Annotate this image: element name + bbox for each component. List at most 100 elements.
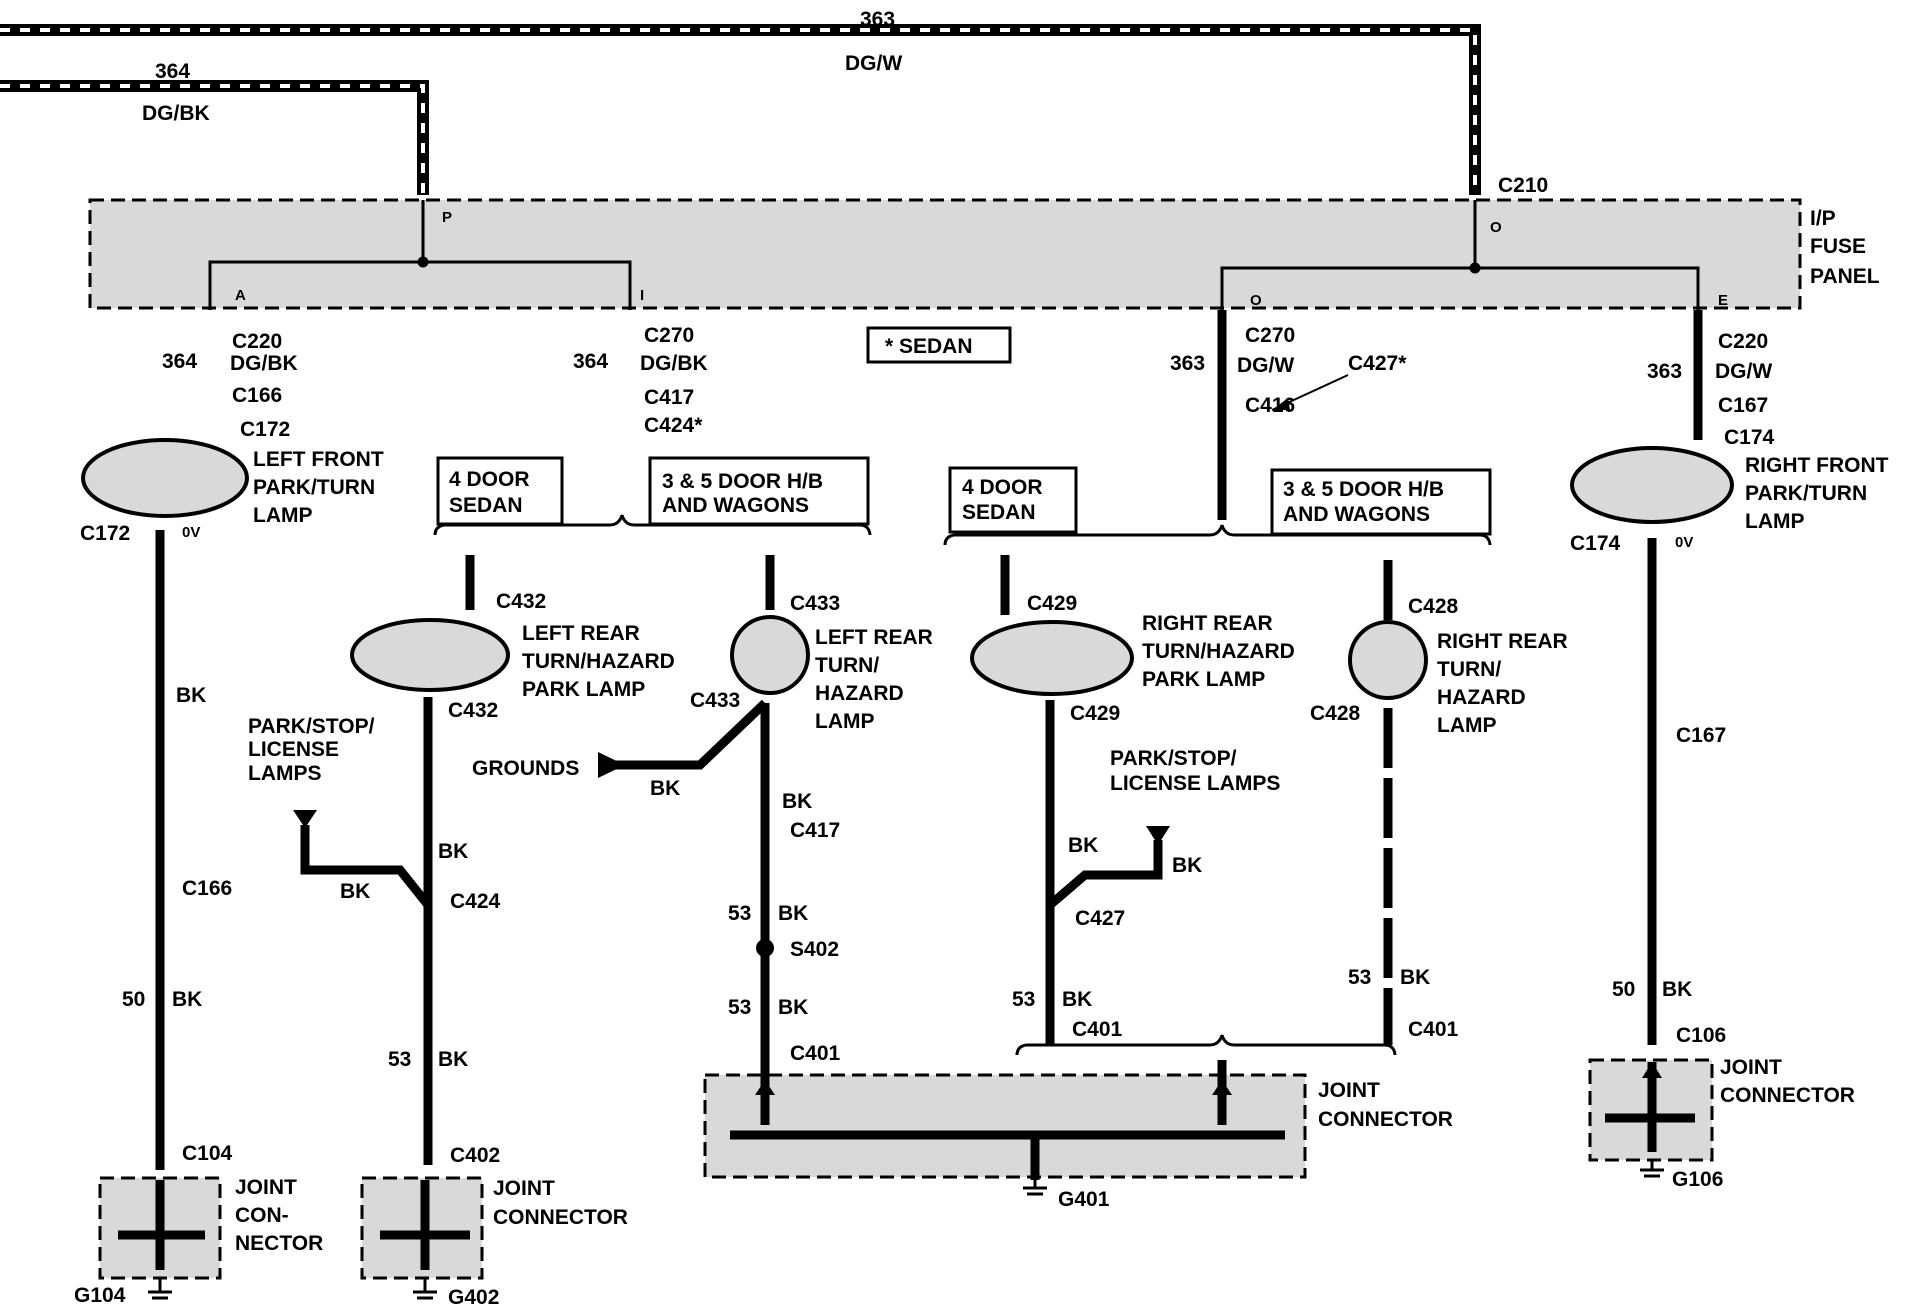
fuse-panel-internal-wiring — [208, 200, 1700, 310]
fuse-panel-label-1: I/P — [1810, 207, 1836, 230]
left-rear-turn-lamp — [730, 615, 810, 695]
box-4door-sedan-right — [948, 466, 1078, 534]
rf-lamp-l1: RIGHT FRONT — [1745, 454, 1889, 477]
rf-jc-l1: JOINT — [1720, 1056, 1782, 1079]
lf-c104: C104 — [182, 1142, 233, 1165]
mr-c427b: C427 — [1075, 907, 1125, 930]
ml-lr-l2: TURN/HAZARD — [522, 650, 675, 673]
ml-c417: C417 — [644, 386, 694, 409]
mr-35-l2: AND WAGONS — [1283, 503, 1430, 526]
mr-c429a: C429 — [1027, 592, 1077, 615]
mr-psl-l1: PARK/STOP/ — [1110, 747, 1237, 770]
mid-right-circuit — [703, 310, 1492, 1196]
ml-lr-l1: LEFT REAR — [522, 622, 640, 645]
ml-psl-l1: PARK/STOP/ — [248, 715, 375, 738]
ml-psl-l2: LICENSE — [248, 738, 339, 761]
rf-lamp-l2: PARK/TURN — [1745, 482, 1867, 505]
wire-dgw-label: DG/W — [845, 52, 902, 75]
lf-c172b: C172 — [80, 522, 130, 545]
rf-50: 50 — [1612, 978, 1635, 1001]
mr-rr-l3: PARK LAMP — [1142, 668, 1265, 691]
ml-35-l2: AND WAGONS — [662, 494, 809, 517]
fuse-panel-label-2: FUSE — [1810, 235, 1866, 258]
ml-c424: C424* — [644, 414, 703, 437]
ml-4door-l1: 4 DOOR — [449, 468, 530, 491]
lf-jc-l3: NECTOR — [235, 1232, 323, 1255]
rf-dgw: DG/W — [1715, 360, 1772, 383]
rf-c106: C106 — [1676, 1024, 1726, 1047]
mr-rrt-l4: LAMP — [1437, 714, 1497, 737]
ml-c401: C401 — [790, 1042, 841, 1065]
ml-c432b: C432 — [448, 699, 498, 722]
ml-lrt-l4: LAMP — [815, 710, 875, 733]
ml-c424b: C424 — [450, 890, 501, 913]
mr-bk2: BK — [1172, 854, 1202, 877]
pin-p: P — [442, 209, 452, 226]
lf-lamp-l3: LAMP — [253, 504, 313, 527]
ml-bk5: BK — [782, 790, 812, 813]
mr-53b: 53 — [1348, 966, 1371, 989]
ml-c432a: C432 — [496, 590, 546, 613]
ml-35-l1: 3 & 5 DOOR H/B — [662, 470, 823, 493]
lf-dgbk: DG/BK — [230, 352, 298, 375]
mr-363: 363 — [1170, 352, 1205, 375]
mr-rr-l1: RIGHT REAR — [1142, 612, 1273, 635]
sedan-note-box — [866, 326, 1012, 364]
ml-grounds: GROUNDS — [472, 757, 579, 780]
ml-bk3: BK — [438, 1048, 468, 1071]
mr-c428b: C428 — [1310, 702, 1361, 725]
lf-jc-l1: JOINT — [235, 1176, 297, 1199]
lf-lamp-l1: LEFT FRONT — [253, 448, 384, 471]
mr-g401: G401 — [1058, 1188, 1110, 1211]
ip-fuse-panel — [88, 198, 1802, 310]
c427-arrowhead — [1272, 398, 1290, 410]
ml-bk7: BK — [778, 996, 808, 1019]
mr-c401a: C401 — [1072, 1018, 1123, 1041]
rf-363: 363 — [1647, 360, 1682, 383]
ml-s402: S402 — [790, 938, 839, 961]
pin-e: E — [1718, 292, 1728, 309]
ml-53a: 53 — [728, 902, 751, 925]
connector-c210: C210 — [1498, 174, 1548, 197]
lf-bk: BK — [176, 684, 206, 707]
pin-o: O — [1490, 219, 1502, 236]
ml-bk2: BK — [340, 880, 370, 903]
left-rear-lamp — [350, 618, 510, 692]
ml-dgbk: DG/BK — [640, 352, 708, 375]
mr-jc-l1: JOINT — [1318, 1079, 1380, 1102]
mr-bk3: BK — [1062, 988, 1092, 1011]
ml-c402: C402 — [450, 1144, 500, 1167]
rf-c167b: C167 — [1676, 724, 1726, 747]
wire-dgbk-label: DG/BK — [142, 102, 210, 125]
mr-c270: C270 — [1245, 324, 1295, 347]
right-front-lamp — [1570, 446, 1734, 524]
ml-53: 53 — [388, 1048, 411, 1071]
ml-jc-l1: JOINT — [493, 1177, 555, 1200]
ml-lr-l3: PARK LAMP — [522, 678, 645, 701]
mr-35-l1: 3 & 5 DOOR H/B — [1283, 478, 1444, 501]
ml-lrt-l1: LEFT REAR — [815, 626, 933, 649]
mr-rrt-l1: RIGHT REAR — [1437, 630, 1568, 653]
lf-c220: C220 — [232, 330, 282, 353]
lf-0v: 0V — [182, 524, 200, 541]
rf-c174a: C174 — [1724, 426, 1775, 449]
lf-g104: G104 — [74, 1284, 126, 1307]
ml-jc-l2: CONNECTOR — [493, 1206, 628, 1229]
ml-c433b: C433 — [690, 689, 740, 712]
box-35door-right — [1270, 468, 1492, 536]
left-front-circuit — [81, 310, 249, 1300]
ml-bk4: BK — [650, 777, 680, 800]
ml-4door-l2: SEDAN — [449, 494, 523, 517]
rf-c220: C220 — [1718, 330, 1768, 353]
pin-a: A — [235, 287, 246, 304]
wire-364-top — [0, 80, 429, 195]
ml-lrt-l3: HAZARD — [815, 682, 904, 705]
lf-c166b: C166 — [182, 877, 232, 900]
mr-dgw: DG/W — [1237, 354, 1294, 377]
mr-rr-l2: TURN/HAZARD — [1142, 640, 1295, 663]
ml-bk6: BK — [778, 902, 808, 925]
left-front-lamp — [81, 438, 249, 518]
right-rear-turn-lamp — [1348, 620, 1428, 700]
